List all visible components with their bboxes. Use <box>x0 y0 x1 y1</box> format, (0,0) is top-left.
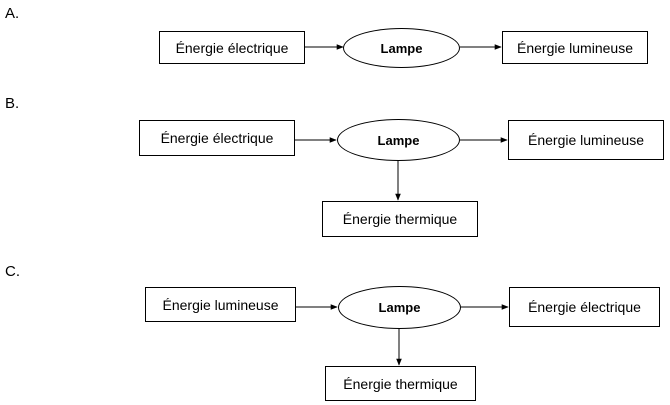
option-c-label: C. <box>5 263 20 280</box>
option-b-input-box: Énergie électrique <box>139 120 295 156</box>
option-b-output-light-box: Énergie lumineuse <box>508 120 664 160</box>
option-a-lamp-ellipse: Lampe <box>343 28 460 68</box>
option-c-lamp-ellipse: Lampe <box>338 286 461 329</box>
option-c-output-electric-box: Énergie électrique <box>509 287 660 327</box>
option-b-label: B. <box>5 95 20 112</box>
option-b-lamp-ellipse: Lampe <box>337 119 460 161</box>
option-a-input-box: Énergie électrique <box>159 31 305 64</box>
option-b-output-heat-box: Énergie thermique <box>322 201 478 237</box>
option-c-input-box: Énergie lumineuse <box>145 287 296 322</box>
option-a-output-light-box: Énergie lumineuse <box>502 31 648 64</box>
option-a-label: A. <box>5 5 20 22</box>
option-c-output-heat-box: Énergie thermique <box>325 366 476 401</box>
